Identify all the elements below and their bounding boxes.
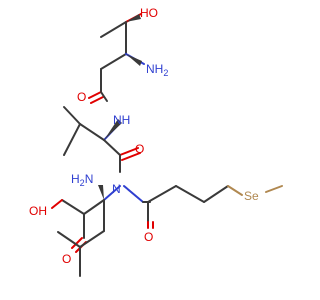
bond <box>103 139 121 156</box>
wedge-bond <box>126 54 142 66</box>
atom-label-nh-amide: NH <box>113 113 130 127</box>
bond <box>51 199 63 209</box>
bond <box>79 230 105 248</box>
bond <box>63 123 81 156</box>
bond <box>265 185 283 193</box>
bond <box>119 147 139 156</box>
bond <box>121 152 141 161</box>
atom-label-ho: HO <box>140 6 158 20</box>
bond <box>100 91 108 102</box>
atom-label-se: Se <box>244 189 259 203</box>
bond <box>103 185 121 201</box>
bond <box>90 96 104 104</box>
bond-skeleton <box>51 13 283 277</box>
bond <box>57 231 81 248</box>
bond <box>79 123 105 141</box>
atom-label-o-val: O <box>135 142 144 156</box>
bond <box>147 185 177 203</box>
atom-label-h2n: H2N <box>71 172 93 188</box>
molecule-structure: HO NH2 O NH O H2N N OH O O Se <box>29 6 283 277</box>
atom-label-oh-acid: OH <box>29 204 47 218</box>
wedge-bond <box>126 14 141 22</box>
atom-label-o-acid: O <box>62 252 71 266</box>
bond <box>227 185 243 196</box>
wedge-bond <box>98 185 104 200</box>
atom-label-o-thr: O <box>77 90 86 104</box>
bond <box>100 21 127 38</box>
stereo-wedges <box>98 14 142 200</box>
atom-labels: HO NH2 O NH O H2N N OH O O Se <box>29 6 259 266</box>
bond <box>203 185 229 203</box>
bond <box>88 91 102 99</box>
wedge-bond <box>104 119 122 140</box>
bond <box>83 199 105 215</box>
bond <box>123 185 144 203</box>
bond <box>175 185 205 203</box>
bond <box>63 106 81 125</box>
atom-label-nh2: NH2 <box>146 62 168 78</box>
bond <box>61 199 85 215</box>
bond <box>71 237 83 249</box>
atom-label-o-acyl: O <box>144 230 153 244</box>
bond <box>100 53 127 70</box>
atom-label-n-tert: N <box>112 182 121 196</box>
